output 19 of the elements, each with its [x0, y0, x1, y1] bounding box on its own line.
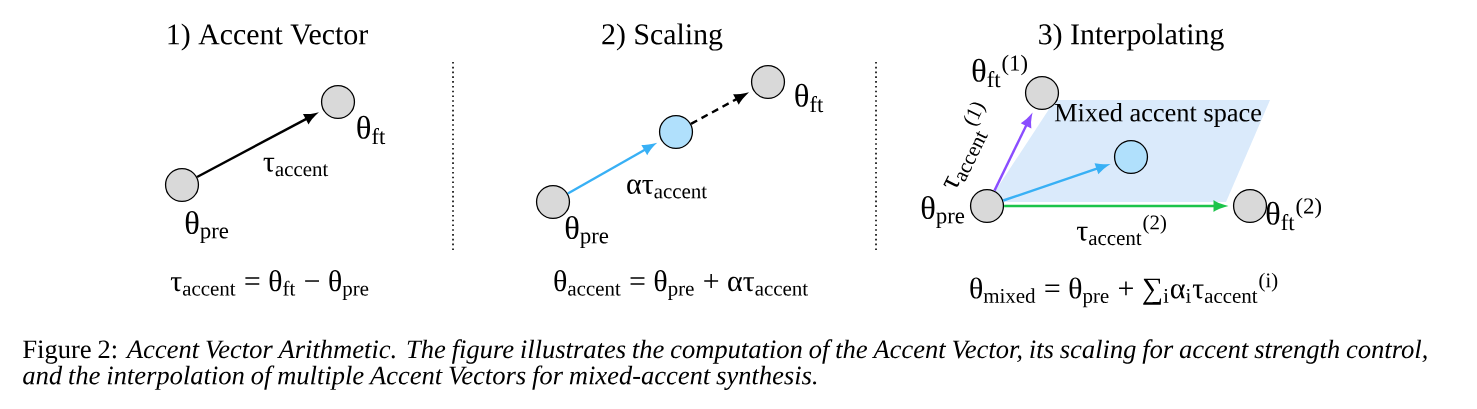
formula: θ$_{mixed}$ = θ$_{pre}$ + ∑$_{i}$α$_{i}$τ$_{accent}$(i): [970, 272, 1278, 308]
edge-label: τ$_{accent}$(2): [1076, 214, 1166, 246]
node-label: θ$_{pre}$: [565, 215, 609, 249]
node-label: θ$_{ft}$: [795, 83, 824, 113]
circle-node: [1113, 139, 1149, 175]
figure-caption: Figure 2: Accent Vector Arithmetic. The figure illustrates the computation of the Accent Vector, its scaling for accent strength control, and the interpolation of multiple Accent Vectors for mixed-accent synthesis.: [23, 339, 1427, 390]
edge-label: τ$_{accent}$: [263, 157, 329, 177]
panel-title: 2) Scaling: [602, 23, 723, 51]
edge-label: ατ$_{accent}$: [627, 179, 707, 199]
node-label: θ$_{ft}$: [357, 115, 386, 145]
circle-node: [658, 114, 694, 150]
dashed-arrow: [690, 93, 747, 125]
node-label: θ$_{pre}$: [921, 195, 965, 229]
edge-label: τ$_{accent}$(1): [943, 102, 988, 187]
arrow: [1002, 163, 1108, 202]
node-label: θ$_{pre}$: [185, 210, 229, 244]
node-label: θ$_{ft}$(1): [972, 54, 1027, 88]
arrow: [567, 143, 655, 195]
arrow: [196, 113, 317, 179]
